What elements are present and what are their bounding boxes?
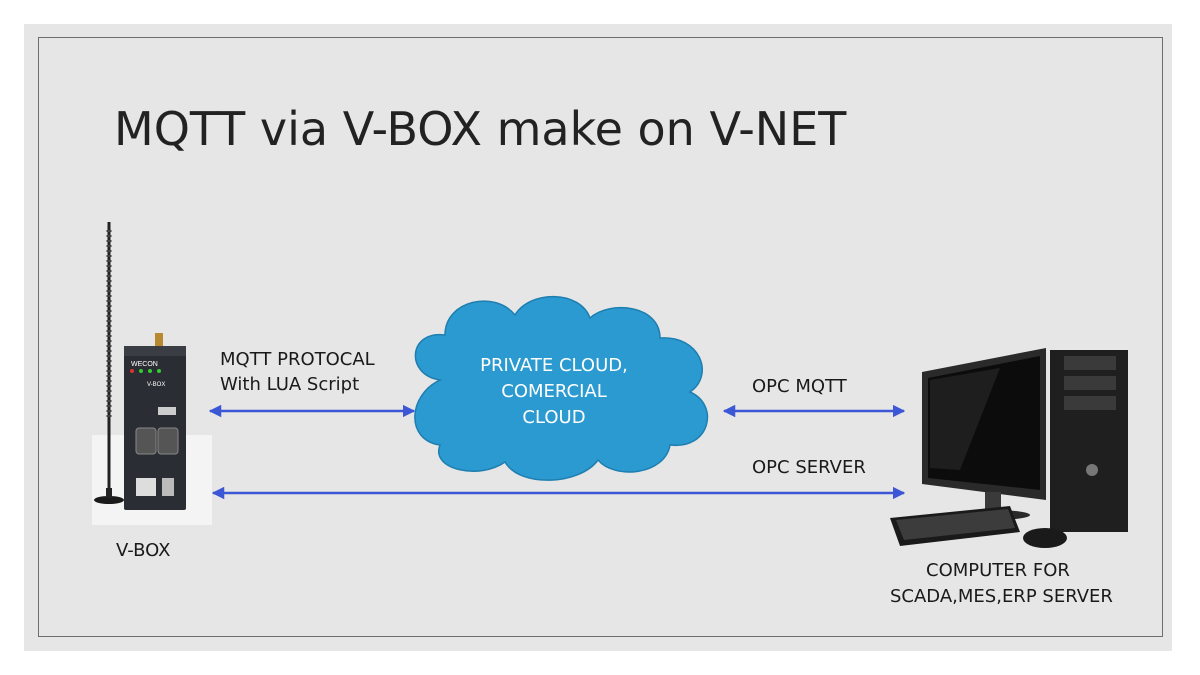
opc-server-label: OPC SERVER xyxy=(752,457,866,478)
computer-label-line1: COMPUTER FOR xyxy=(926,560,1070,581)
vbox-label: V-BOX xyxy=(116,540,171,561)
page-title: MQTT via V-BOX make on V-NET xyxy=(114,102,847,156)
lua-script-label: With LUA Script xyxy=(220,374,360,395)
device-brand-text: WECON xyxy=(131,361,158,368)
cloud-label-line1: PRIVATE CLOUD, xyxy=(480,355,628,376)
cloud-label-line2: COMERCIAL xyxy=(501,381,607,402)
computer-icon xyxy=(890,348,1128,548)
device-model-text: V-BOX xyxy=(147,382,165,388)
cloud-label-line3: CLOUD xyxy=(522,407,586,428)
cloud-shape xyxy=(414,295,709,481)
slide-frame xyxy=(38,37,1163,637)
opc-mqtt-label: OPC MQTT xyxy=(752,376,847,397)
mqtt-protocol-label: MQTT PROTOCAL xyxy=(220,349,375,370)
vbox-device-icon xyxy=(92,222,212,525)
computer-label-line2: SCADA,MES,ERP SERVER xyxy=(890,586,1113,607)
